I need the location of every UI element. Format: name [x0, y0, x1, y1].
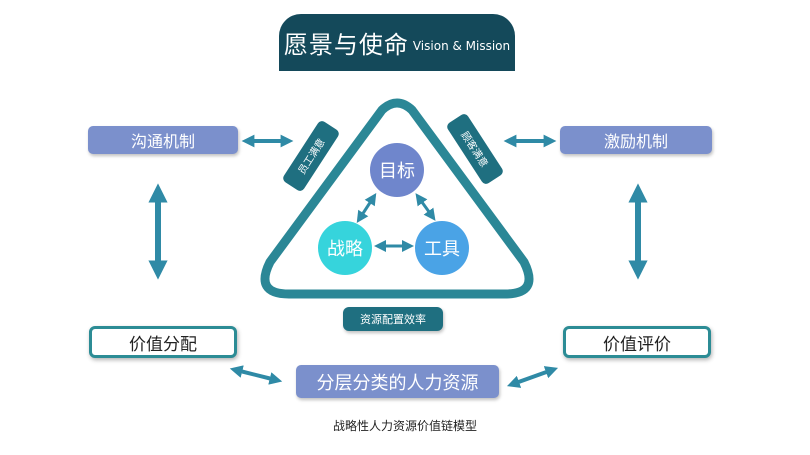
layered-hr-resources-box: 分层分类的人力资源 [296, 365, 499, 398]
title-cn: 愿景与使命 [283, 31, 409, 59]
arrow-distribution-resources [229, 365, 283, 385]
resource-efficiency-label: 资源配置效率 [360, 313, 426, 326]
value-evaluation-label: 价值评价 [603, 334, 671, 355]
node-tool-label: 工具 [424, 239, 460, 260]
arrow-goal-tool [415, 193, 436, 221]
resource-efficiency-pill: 资源配置效率 [343, 307, 443, 331]
incentive-mechanism-label: 激励机制 [603, 132, 668, 151]
value-evaluation-box: 价值评价 [563, 326, 711, 358]
communication-mechanism-label: 沟通机制 [130, 132, 195, 151]
communication-mechanism-box: 沟通机制 [88, 126, 238, 154]
diagram-caption: 战略性人力资源价值链模型 [332, 419, 477, 433]
triangle-frame [260, 98, 534, 299]
node-goal-label: 目标 [379, 161, 415, 182]
arrow-goal-strategy [356, 192, 377, 224]
node-strategy: 战略 [318, 221, 372, 275]
incentive-mechanism-box: 激励机制 [560, 126, 712, 154]
arrow-resources-evaluation [506, 366, 559, 388]
value-distribution-label: 价值分配 [129, 334, 197, 355]
vision-mission-title: 愿景与使命 Vision & Mission [279, 14, 515, 71]
node-tool: 工具 [415, 221, 469, 275]
value-distribution-box: 价值分配 [89, 326, 237, 358]
layered-hr-resources-label: 分层分类的人力资源 [316, 372, 479, 394]
title-en: Vision & Mission [412, 38, 511, 53]
node-strategy-label: 战略 [327, 239, 363, 260]
node-goal: 目标 [370, 143, 424, 197]
